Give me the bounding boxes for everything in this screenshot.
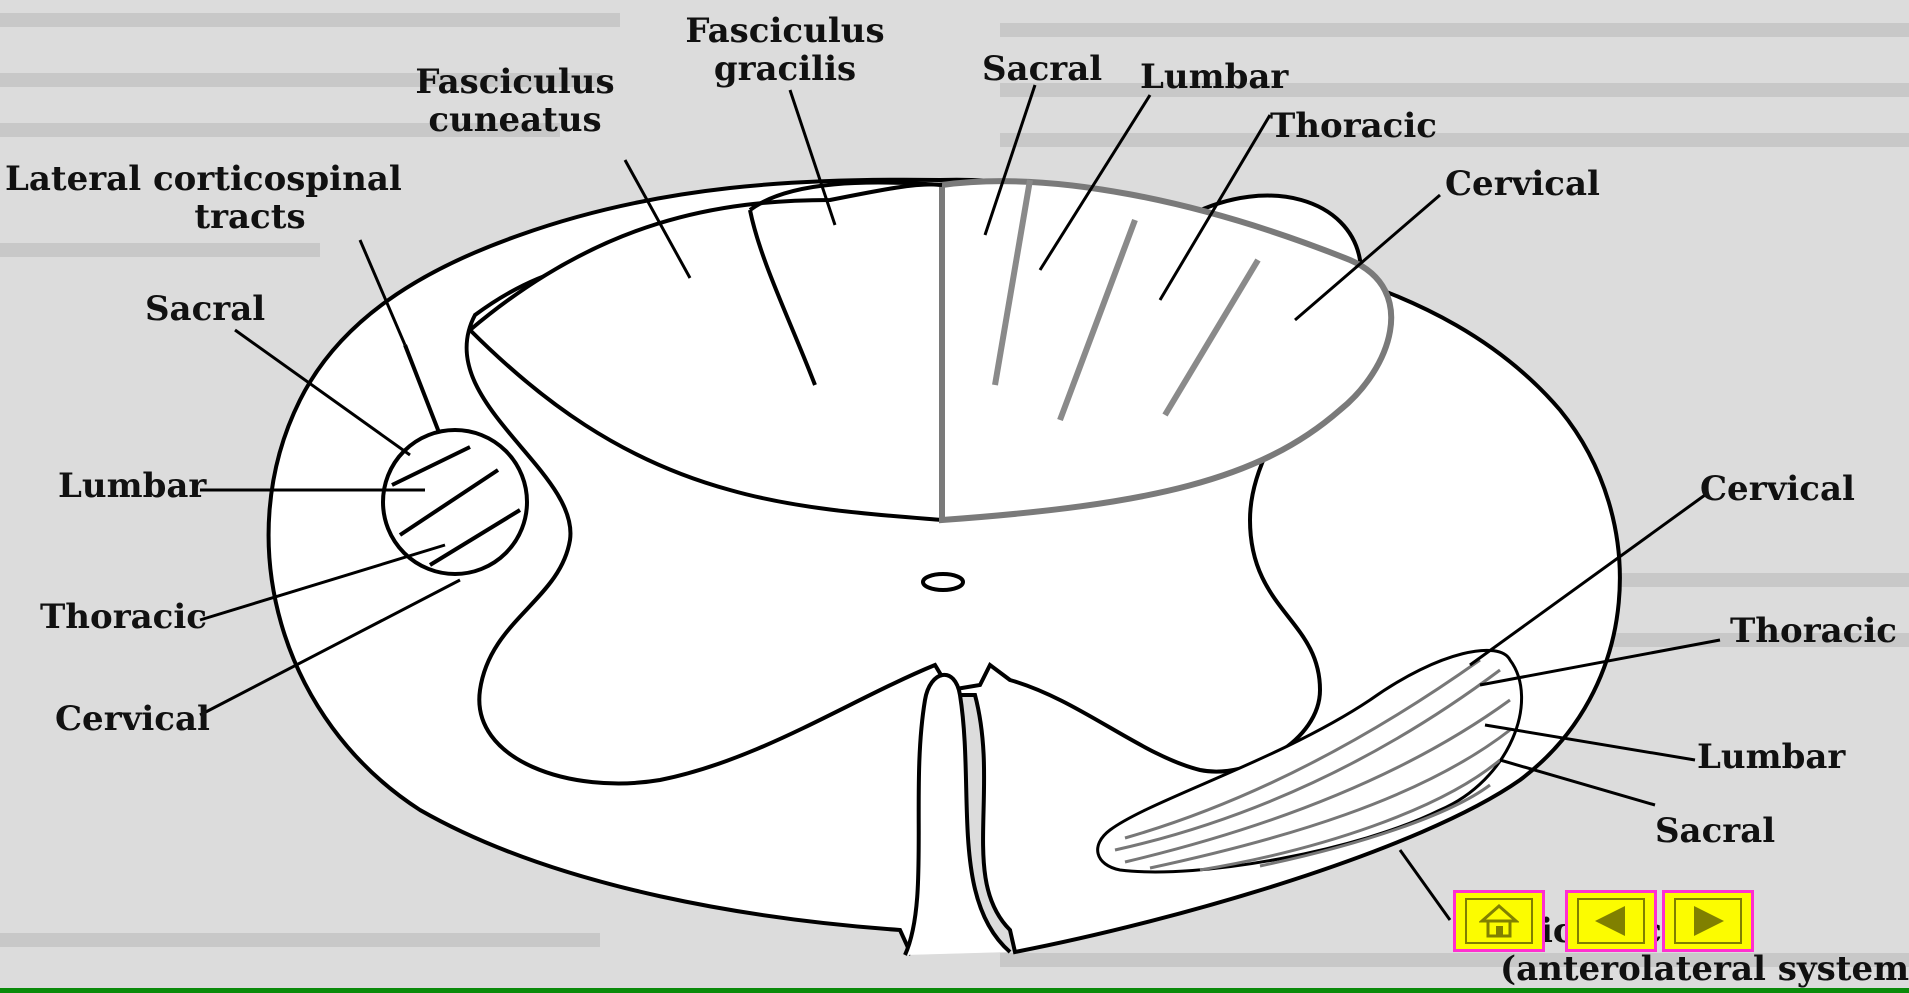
label-spinothalamic-line2: (anterolateral system) — [1500, 950, 1909, 988]
label-lateral-corticospinal: Lateral corticospinal tracts — [5, 160, 375, 236]
label-left-cervical: Cervical — [55, 700, 210, 738]
label-right-cervical: Cervical — [1700, 470, 1855, 508]
label-left-thoracic: Thoracic — [40, 598, 207, 636]
label-fasciculus-cuneatus-line2: cuneatus — [400, 101, 630, 139]
label-fasciculus-gracilis: Fasciculus gracilis — [680, 12, 890, 88]
label-lateral-corticospinal-line1: Lateral corticospinal — [5, 160, 375, 198]
label-right-lumbar: Lumbar — [1697, 738, 1845, 776]
label-fasciculus-cuneatus: Fasciculus cuneatus — [400, 63, 630, 139]
label-right-sacral: Sacral — [1655, 812, 1775, 850]
label-left-lumbar: Lumbar — [58, 467, 206, 505]
label-dorsal-cervical: Cervical — [1445, 165, 1600, 203]
label-fasciculus-cuneatus-line1: Fasciculus — [400, 63, 630, 101]
label-right-thoracic: Thoracic — [1730, 612, 1897, 650]
back-button[interactable] — [1565, 890, 1657, 952]
central-canal — [923, 574, 963, 590]
label-left-sacral: Sacral — [145, 290, 265, 328]
label-dorsal-lumbar: Lumbar — [1140, 58, 1288, 96]
label-lateral-corticospinal-line2: tracts — [5, 198, 375, 236]
triangle-left-icon — [1577, 898, 1645, 944]
bottom-bar — [0, 988, 1909, 993]
triangle-right-icon — [1674, 898, 1742, 944]
label-fasciculus-gracilis-line1: Fasciculus — [680, 12, 890, 50]
label-dorsal-sacral: Sacral — [982, 50, 1102, 88]
label-dorsal-thoracic: Thoracic — [1270, 107, 1437, 145]
home-button[interactable] — [1453, 890, 1545, 952]
forward-button[interactable] — [1662, 890, 1754, 952]
label-fasciculus-gracilis-line2: gracilis — [680, 50, 890, 88]
home-icon — [1465, 898, 1533, 944]
